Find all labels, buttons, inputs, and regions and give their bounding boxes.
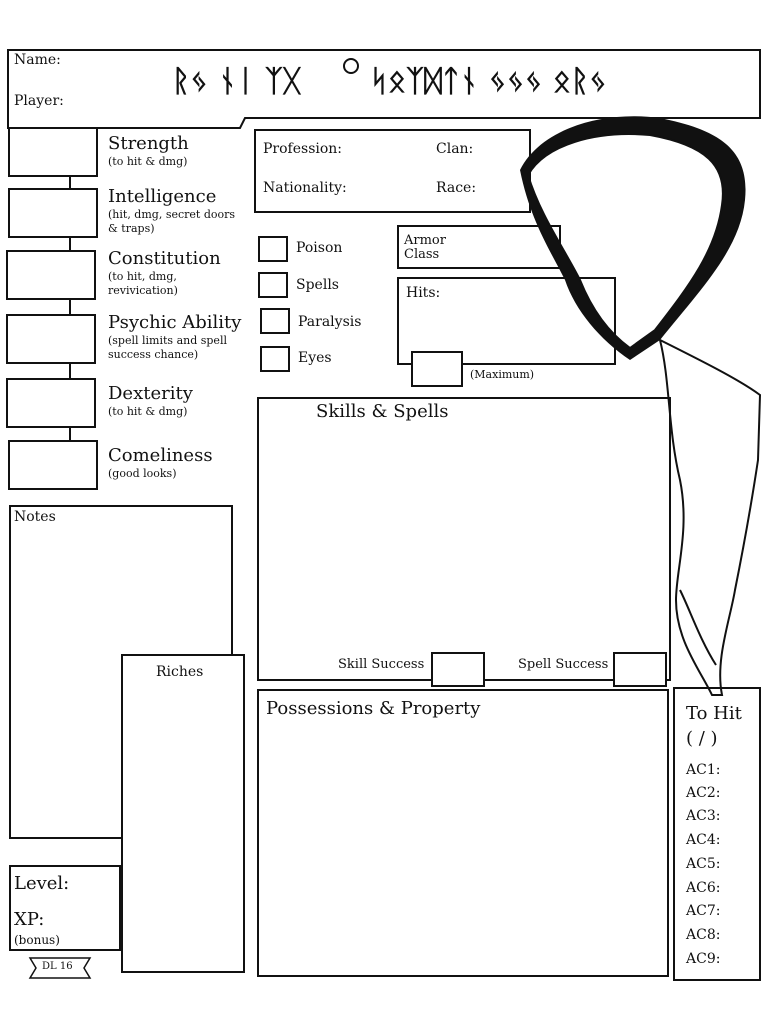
comeliness-desc: (good looks) [108,467,177,480]
constitution-desc: (to hit, dmg, revivication) [108,270,178,297]
ac5-label: AC5: [686,856,721,872]
dl-badge: DL 16 [42,961,73,972]
level-field[interactable] [72,875,120,897]
possessions-title: Possessions & Property [266,698,481,719]
profession-label: Profession: [263,141,343,157]
paralysis-label: Paralysis [298,314,362,330]
intelligence-score-box[interactable] [8,188,98,238]
spell-success-field[interactable] [618,657,666,685]
profession-field[interactable] [345,140,434,160]
comeliness-score-box[interactable] [8,440,98,490]
psychic-desc: (spell limits and spell success chance) [108,334,227,361]
skill-success-field[interactable] [436,657,484,685]
nationality-label: Nationality: [263,180,347,196]
strength-score-box[interactable] [8,127,98,177]
race-label: Race: [436,180,477,196]
clan-label: Clan: [436,141,474,157]
race-field[interactable] [476,179,525,199]
player-field[interactable] [70,92,169,112]
riches-title: Riches [156,664,204,680]
intelligence-label: Intelligence [108,186,217,207]
header-glyphs-left: ᚱᛃ ᚾᛁ ᛉᚷ [172,64,301,99]
maximum-label: (Maximum) [470,368,535,381]
armor-class-label: Armor Class [404,233,446,262]
dexterity-label: Dexterity [108,383,193,404]
poison-save-box[interactable] [258,236,288,262]
ac8-label: AC8: [686,927,721,943]
name-label: Name: [14,52,61,68]
dexterity-desc: (to hit & dmg) [108,405,188,418]
clan-field[interactable] [476,140,525,160]
possessions-area[interactable] [266,724,666,974]
spells-save-box[interactable] [258,272,288,298]
player-label: Player: [14,93,64,109]
constitution-score-box[interactable] [6,250,96,300]
xp-label: XP: [14,909,45,930]
max-hits-field[interactable] [416,356,462,384]
xp-field[interactable] [52,911,120,933]
ac9-label: AC9: [686,951,721,967]
ac6-label: AC6: [686,880,721,896]
spell-success-label: Spell Success [518,657,609,672]
ac1-label: AC1: [686,762,721,778]
strength-desc: (to hit & dmg) [108,155,188,168]
name-field[interactable] [64,52,168,72]
ac4-label: AC4: [686,832,721,848]
armor-class-field[interactable] [470,236,554,260]
notes-area[interactable] [16,530,230,654]
eyes-label: Eyes [298,350,332,366]
ac3-label: AC3: [686,808,721,824]
ac7-label: AC7: [686,903,721,919]
header-glyphs-right: ᛋᛟᛉᛞᛏᚾ ᛃᛃᛃ ᛟᚱᛃ [370,64,607,99]
psychic-label: Psychic Ability [108,312,242,333]
nationality-field[interactable] [355,179,434,199]
strength-label: Strength [108,133,189,154]
to-hit-fraction: ( / ) [686,728,718,749]
poison-label: Poison [296,240,343,256]
intelligence-desc: (hit, dmg, secret doors & traps) [108,208,236,235]
notes-title: Notes [14,509,56,525]
comeliness-label: Comeliness [108,445,213,466]
constitution-label: Constitution [108,248,221,269]
hits-field[interactable] [450,286,604,308]
skill-success-label: Skill Success [338,657,425,672]
paralysis-save-box[interactable] [260,308,290,334]
spells-label: Spells [296,277,339,293]
dexterity-score-box[interactable] [6,378,96,428]
psychic-score-box[interactable] [6,314,96,364]
bonus-label: (bonus) [14,933,60,947]
level-label: Level: [14,873,70,894]
to-hit-title: To Hit [686,703,742,724]
skills-spells-title: Skills & Spells [316,401,449,422]
skills-spells-area[interactable] [268,428,664,650]
eyes-save-box[interactable] [260,346,290,372]
ac2-label: AC2: [686,785,721,801]
hits-label: Hits: [406,285,441,301]
riches-area[interactable] [128,686,242,970]
